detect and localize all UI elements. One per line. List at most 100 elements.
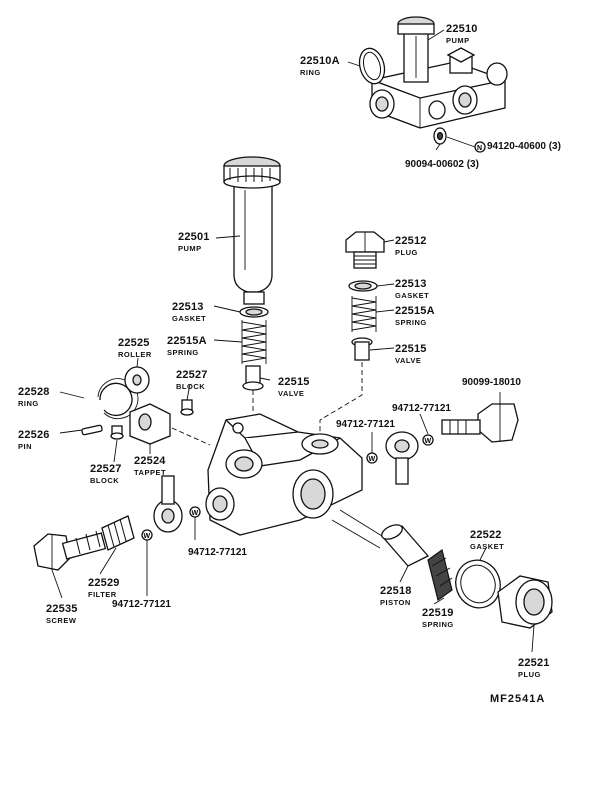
label-22527-upper: 22527 BLOCK (176, 366, 208, 391)
pump-assembly-22510[interactable] (369, 16, 508, 129)
block-22527-upper[interactable] (180, 399, 194, 416)
part-number: 22529 (88, 577, 120, 589)
tappet-22524[interactable] (129, 403, 171, 445)
valve-22515-right[interactable] (351, 337, 373, 361)
part-number: 22535 (46, 603, 78, 615)
n-mark-text: N (477, 145, 482, 152)
part-number: 22513 (172, 301, 204, 313)
part-number: 22521 (518, 657, 550, 669)
part-number: 22528 (18, 386, 50, 398)
part-name: RING (300, 68, 321, 77)
washer-mark-text-4: W (192, 510, 199, 517)
banjo-fitting-right[interactable] (385, 431, 419, 485)
label-22521: 22521 PLUG (518, 654, 550, 679)
part-number: 22515 (395, 343, 427, 355)
part-name: BLOCK (176, 382, 206, 391)
part-name: PISTON (380, 598, 411, 607)
block-22527-lower[interactable] (110, 425, 124, 440)
part-number: 22510A (300, 55, 340, 67)
part-name: VALVE (278, 389, 305, 398)
label-22513-right: 22513 GASKET (395, 275, 429, 300)
part-name: FILTER (88, 590, 117, 599)
part-number: 22510 (446, 23, 478, 35)
roller-22525[interactable] (124, 366, 150, 394)
part-number: 22501 (178, 231, 210, 243)
part-number: 22518 (380, 585, 412, 597)
label-90094-00602: 90094-00602 (3) (405, 159, 479, 170)
part-name: PUMP (178, 244, 202, 253)
label-22515-left: 22515 VALVE (278, 373, 310, 398)
leader-lines (51, 29, 535, 653)
part-number: 22512 (395, 235, 427, 247)
valve-22515-left[interactable] (242, 365, 264, 391)
label-22512: 22512 PLUG (395, 232, 427, 257)
washer-mark-text-2: W (425, 438, 432, 445)
part-number: 22524 (134, 455, 166, 467)
part-name: ROLLER (118, 350, 152, 359)
washer-90094[interactable] (433, 127, 447, 145)
spring-22515A-left[interactable] (241, 320, 267, 364)
part-name: SPRING (395, 318, 427, 327)
part-number: 22526 (18, 429, 50, 441)
banjo-fitting-left[interactable] (153, 475, 183, 533)
part-number: 22527 (90, 463, 122, 475)
gasket-22513-right[interactable] (348, 280, 378, 292)
label-22522: 22522 GASKET (470, 526, 504, 551)
label-94712-77121-b: 94712-77121 (336, 419, 395, 430)
label-90099-18010: 90099-18010 (462, 377, 521, 388)
label-22515A-left: 22515A SPRING (167, 332, 207, 357)
part-name: SPRING (167, 348, 199, 357)
label-94712-77121-c: 94712-77121 (188, 547, 247, 558)
ring-22510A[interactable] (356, 46, 388, 87)
bolt-90099[interactable] (441, 403, 519, 443)
part-name: GASKET (395, 291, 430, 300)
screw-22535[interactable] (33, 530, 107, 571)
label-22524: 22524 TAPPET (134, 452, 166, 477)
label-22513-left: 22513 GASKET (172, 298, 206, 323)
label-22529: 22529 FILTER (88, 574, 120, 599)
part-name: PIN (18, 442, 33, 451)
washer-mark-text-1: W (369, 456, 376, 463)
part-name: PUMP (446, 36, 470, 45)
part-number: 22525 (118, 337, 150, 349)
part-number: 22519 (422, 607, 454, 619)
spring-22519[interactable] (427, 548, 453, 602)
pump-body[interactable] (205, 413, 363, 536)
part-name: PLUG (518, 670, 541, 679)
label-22527-lower: 22527 BLOCK (90, 460, 122, 485)
label-22515-right: 22515 VALVE (395, 340, 427, 365)
ring-22528[interactable] (97, 378, 139, 420)
part-name: RING (18, 399, 39, 408)
washer-mark-text-3: W (144, 533, 151, 540)
gasket-22513-left[interactable] (239, 306, 269, 318)
spring-22515A-right[interactable] (351, 296, 377, 332)
label-22528: 22528 RING (18, 383, 50, 408)
piston-22518[interactable] (379, 522, 430, 567)
label-22510A: 22510A RING (300, 52, 340, 77)
plug-22512[interactable] (345, 231, 385, 269)
part-name: TAPPET (134, 468, 167, 477)
label-22501: 22501 PUMP (178, 228, 210, 253)
label-94712-77121-a: 94712-77121 (392, 403, 451, 414)
diagram-code: MF2541A (490, 693, 546, 705)
part-name: PLUG (395, 248, 418, 257)
label-94120-40600: 94120-40600 (3) (487, 141, 561, 152)
part-name: VALVE (395, 356, 422, 365)
filter-22529[interactable] (101, 515, 135, 551)
pin-22526[interactable] (81, 424, 103, 436)
gasket-22522[interactable] (449, 554, 507, 614)
label-22519: 22519 SPRING (422, 604, 454, 629)
part-number: 22515A (395, 305, 435, 317)
part-name: GASKET (172, 314, 207, 323)
part-number: 22515A (167, 335, 207, 347)
label-22518: 22518 PISTON (380, 582, 412, 607)
label-22525: 22525 ROLLER (118, 334, 152, 359)
label-22535: 22535 SCREW (46, 600, 78, 625)
label-94712-77121-d: 94712-77121 (112, 599, 171, 610)
label-22515A-right: 22515A SPRING (395, 302, 435, 327)
part-name: GASKET (470, 542, 505, 551)
plug-22521[interactable] (497, 575, 553, 629)
hand-pump-22501[interactable] (223, 156, 281, 305)
label-22510: 22510 PUMP (446, 20, 478, 45)
